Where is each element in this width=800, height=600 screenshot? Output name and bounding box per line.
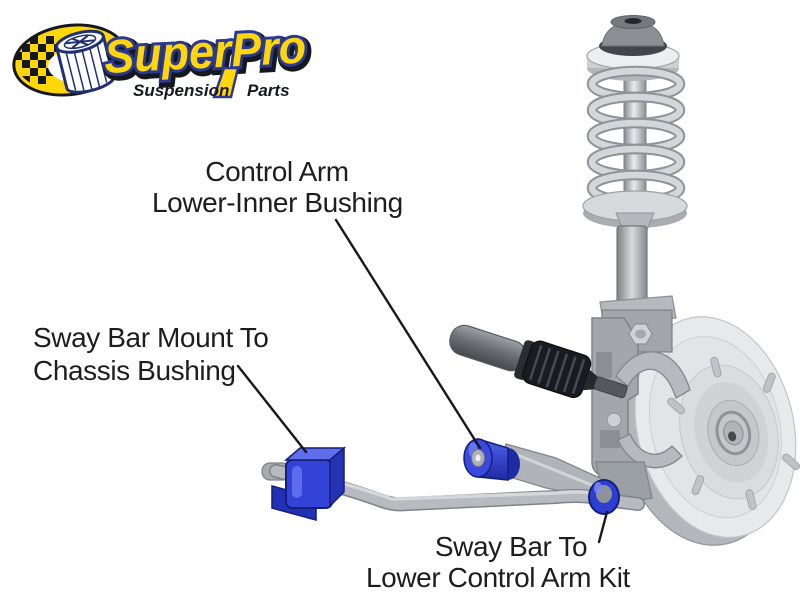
label-line: Lower-Inner Bushing (152, 187, 403, 218)
logo-p-tail (212, 66, 240, 99)
logo-brand: SuperPro (103, 19, 307, 82)
label-sway-bar-mount-to-chassis-bushing: Sway Bar Mount To Chassis Bushing (33, 321, 269, 387)
strut-assembly-illustration (582, 15, 688, 323)
label-sway-bar-to-lower-control-arm-kit: Sway Bar To Lower Control Arm Kit (366, 531, 630, 593)
label-control-arm-lower-inner-bushing: Control Arm Lower-Inner Bushing (152, 156, 403, 218)
label-line: Chassis Bushing (33, 355, 236, 386)
steering-knuckle (591, 295, 691, 507)
label-line: Control Arm (205, 156, 349, 187)
leader-line-sway-bar-mount (236, 364, 308, 454)
wheel-stud-slots (667, 356, 800, 510)
leader-line-sway-bar-link (597, 510, 609, 544)
label-line: Lower Control Arm Kit (366, 562, 630, 593)
bushing-illustration (55, 29, 115, 94)
label-line: Sway Bar Mount To (33, 322, 269, 353)
leader-line-control-arm-bushing (334, 218, 482, 450)
sway-bar (261, 446, 645, 521)
logo-tagline-right: Parts (247, 81, 290, 100)
tie-rod-assembly (449, 324, 628, 399)
control-arm-inner-bushing-highlight (463, 437, 520, 481)
lower-control-arm (463, 437, 605, 499)
logo-emblem (12, 23, 128, 97)
caliper-lower-arm (617, 433, 683, 469)
bracket-hex-bolt (628, 323, 653, 345)
sway-bar-link-bushing-highlight (588, 479, 620, 515)
label-line: Sway Bar To (434, 531, 588, 562)
caliper-upper-arm (615, 351, 691, 399)
superpro-logo: SuperPro SuperPro Suspension Parts (12, 16, 314, 100)
tie-rod (593, 376, 628, 399)
logo-tagline-left: Suspension (133, 81, 229, 100)
sway-bar-mount-bushing-highlight (271, 446, 347, 521)
